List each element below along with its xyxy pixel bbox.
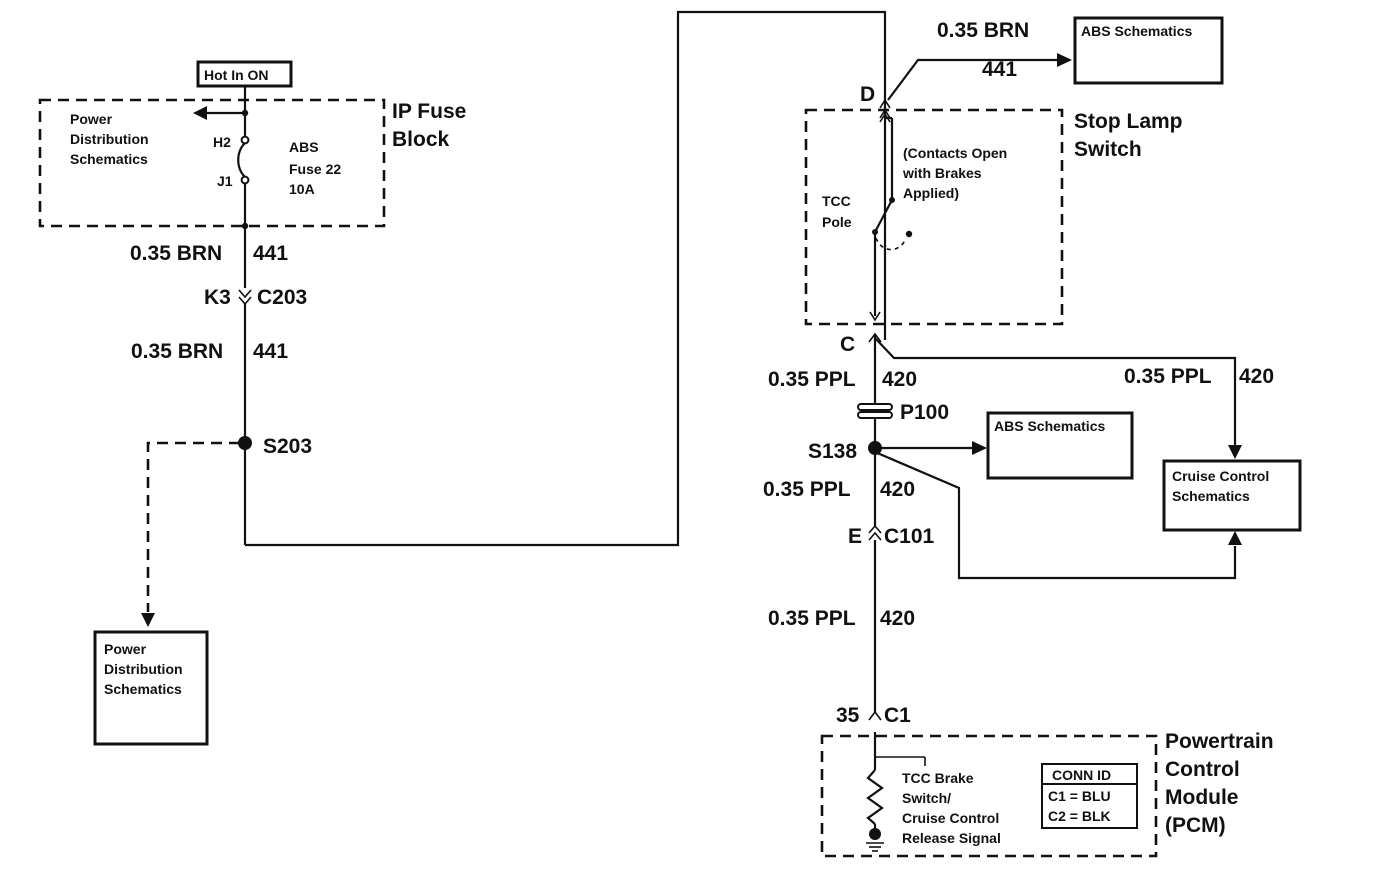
pin-j1-label: J1 xyxy=(217,173,233,189)
contacts-note-3: Applied) xyxy=(903,185,959,201)
contacts-note-1: (Contacts Open xyxy=(903,145,1007,161)
c101-id: C101 xyxy=(884,525,935,548)
abs-schematics-box-mid: ABS Schematics xyxy=(986,411,1134,480)
wire-420-branch-color: 0.35 PPL xyxy=(1124,365,1212,388)
wire-441-color-a: 0.35 BRN xyxy=(130,242,222,265)
arrow-right-icon xyxy=(1057,53,1072,67)
conn-id-row-2: C2 = BLK xyxy=(1048,808,1111,824)
connector-c203-icon xyxy=(238,289,252,299)
stop-lamp-switch-name-2: Switch xyxy=(1074,138,1142,161)
abs-top-wire-circuit: 441 xyxy=(982,58,1017,81)
connector-p100-icon xyxy=(857,403,893,419)
stop-lamp-switch: Stop Lamp Switch D C TCC Pole (Contacts … xyxy=(804,83,1183,356)
cruise-control-box: Cruise Control Schematics xyxy=(1162,459,1302,532)
wire-441-circuit-a: 441 xyxy=(253,242,288,265)
pd-box-label-1: Power xyxy=(104,641,147,657)
ip-fuse-block-name-2: Block xyxy=(392,128,450,151)
abs-schematics-box-top: ABS Schematics xyxy=(1073,16,1224,85)
stop-lamp-internal-wiring xyxy=(868,98,1242,459)
pcm-pin-label: 35 xyxy=(836,704,860,727)
splice-s203-label: S203 xyxy=(263,435,312,458)
ip-pd-label-1: Power xyxy=(70,111,113,127)
resistor-icon xyxy=(866,769,884,825)
hot-in-on-box: Hot In ON xyxy=(196,60,293,88)
pcm-name-1: Powertrain xyxy=(1165,730,1274,753)
tcc-pole-label-2: Pole xyxy=(822,214,852,230)
pcm-name-3: Module xyxy=(1165,786,1239,809)
pin-d-label: D xyxy=(860,83,875,106)
pd-box-label-3: Schematics xyxy=(104,681,182,697)
conn-id-table: CONN ID C1 = BLU C2 = BLK xyxy=(1041,763,1138,829)
cruise-label-2: Schematics xyxy=(1172,488,1250,504)
arrow-down-icon xyxy=(141,613,155,627)
abs-fuse-label-3: 10A xyxy=(289,181,315,197)
pin-h2-label: H2 xyxy=(213,134,231,150)
abs-top-label: ABS Schematics xyxy=(1081,23,1192,39)
stop-lamp-switch-name-1: Stop Lamp xyxy=(1074,110,1183,133)
wire-420-circuit-b: 420 xyxy=(880,478,915,501)
pcm-internal-circuit xyxy=(866,732,926,852)
pcm-module: Powertrain Control Module (PCM) TCC Brak… xyxy=(820,730,1274,858)
tcc-pole-label-1: TCC xyxy=(822,193,851,209)
ip-pd-label-3: Schematics xyxy=(70,151,148,167)
pcm-signal-4: Release Signal xyxy=(902,830,1001,846)
conn-id-title: CONN ID xyxy=(1052,767,1111,783)
wire-420-color-c: 0.35 PPL xyxy=(768,607,856,630)
wire-420-circuit-c: 420 xyxy=(880,607,915,630)
pcm-name-4: (PCM) xyxy=(1165,814,1226,837)
pin-c-label: C xyxy=(840,333,855,356)
splice-s138-label: S138 xyxy=(808,440,857,463)
power-distribution-box: Power Distribution Schematics xyxy=(93,630,209,746)
conn-id-row-1: C1 = BLU xyxy=(1048,788,1111,804)
fuse-icon xyxy=(237,142,246,178)
abs-mid-label: ABS Schematics xyxy=(994,418,1105,434)
abs-top-wire-color: 0.35 BRN xyxy=(937,19,1029,42)
left-wiring xyxy=(141,10,887,627)
c101-pin: E xyxy=(848,525,862,548)
pd-box-label-2: Distribution xyxy=(104,661,183,677)
p100-label: P100 xyxy=(900,401,949,424)
arrow-right-icon xyxy=(972,441,987,455)
pcm-name-2: Control xyxy=(1165,758,1240,781)
arrow-up-icon xyxy=(1228,531,1242,545)
connector-c1-icon xyxy=(868,710,882,721)
arrow-left-icon xyxy=(193,106,207,120)
wire-441-color-b: 0.35 BRN xyxy=(131,340,223,363)
pcm-signal-1: TCC Brake xyxy=(902,770,974,786)
c203-id: C203 xyxy=(257,286,307,309)
cruise-label-1: Cruise Control xyxy=(1172,468,1269,484)
c203-pin: K3 xyxy=(204,286,231,309)
pcm-signal-2: Switch/ xyxy=(902,790,951,806)
wire-420-circuit-a: 420 xyxy=(882,368,917,391)
hot-in-on-label: Hot In ON xyxy=(204,67,269,83)
wire-420-color-b: 0.35 PPL xyxy=(763,478,851,501)
splice-s203-dot xyxy=(238,436,252,450)
wire-420-branch-circuit: 420 xyxy=(1239,365,1274,388)
connector-c101-icon xyxy=(868,524,882,534)
wire-441-circuit-b: 441 xyxy=(253,340,288,363)
pcm-signal-3: Cruise Control xyxy=(902,810,999,826)
switch-contact-icon xyxy=(874,199,893,233)
abs-fuse-label-1: ABS xyxy=(289,139,319,155)
contacts-note-2: with Brakes xyxy=(902,165,982,181)
ip-pd-label-2: Distribution xyxy=(70,131,149,147)
pcm-conn-label: C1 xyxy=(884,704,911,727)
wire-420-color-a: 0.35 PPL xyxy=(768,368,856,391)
arrow-down-icon xyxy=(1228,445,1242,459)
abs-fuse-label-2: Fuse 22 xyxy=(289,161,341,177)
ip-fuse-block: IP Fuse Block Power Distribution Schemat… xyxy=(38,98,466,228)
ip-fuse-block-name-1: IP Fuse xyxy=(392,100,466,123)
